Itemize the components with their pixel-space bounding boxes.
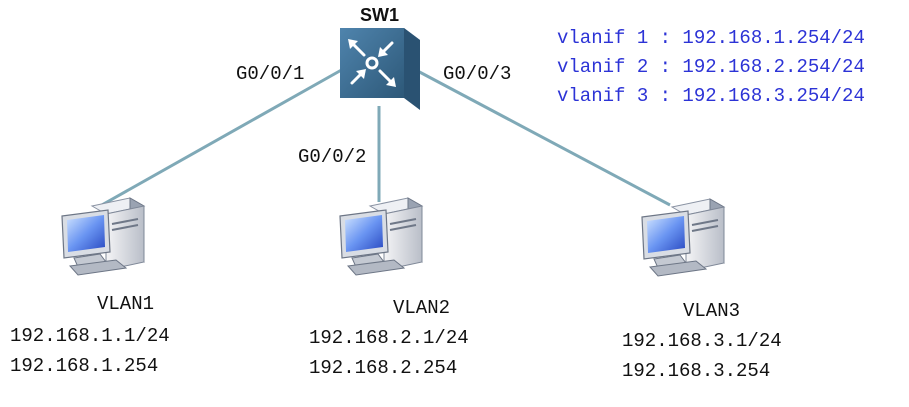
pc1-ip: 192.168.1.1/24	[10, 325, 170, 347]
switch-icon	[340, 28, 420, 110]
vlanif-line: vlanif 3 : 192.168.3.254/24	[557, 85, 865, 107]
link-g0-0-3	[411, 66, 671, 207]
port-label-g0-0-3: G0/0/3	[443, 63, 512, 85]
pc2-gateway: 192.168.2.254	[309, 357, 458, 379]
pc3-ip: 192.168.3.1/24	[622, 330, 782, 352]
pc1-gateway: 192.168.1.254	[10, 355, 159, 377]
port-label-g0-0-1: G0/0/1	[236, 63, 305, 85]
pc2-vlan-label: VLAN2	[393, 297, 451, 319]
pc-icon	[339, 197, 424, 276]
vlanif-line: vlanif 1 : 192.168.1.254/24	[557, 27, 865, 49]
port-label-g0-0-2: G0/0/2	[298, 146, 367, 168]
switch-name: SW1	[360, 5, 400, 25]
pc1-vlan-label: VLAN1	[97, 293, 155, 315]
vlanif-line: vlanif 2 : 192.168.2.254/24	[557, 56, 865, 78]
pc-icon	[61, 197, 146, 276]
pc3-vlan-label: VLAN3	[683, 300, 741, 322]
pc2-ip: 192.168.2.1/24	[309, 327, 469, 349]
pc3-gateway: 192.168.3.254	[622, 360, 771, 382]
link-g0-0-1	[99, 66, 346, 208]
pc-icon	[641, 198, 726, 277]
